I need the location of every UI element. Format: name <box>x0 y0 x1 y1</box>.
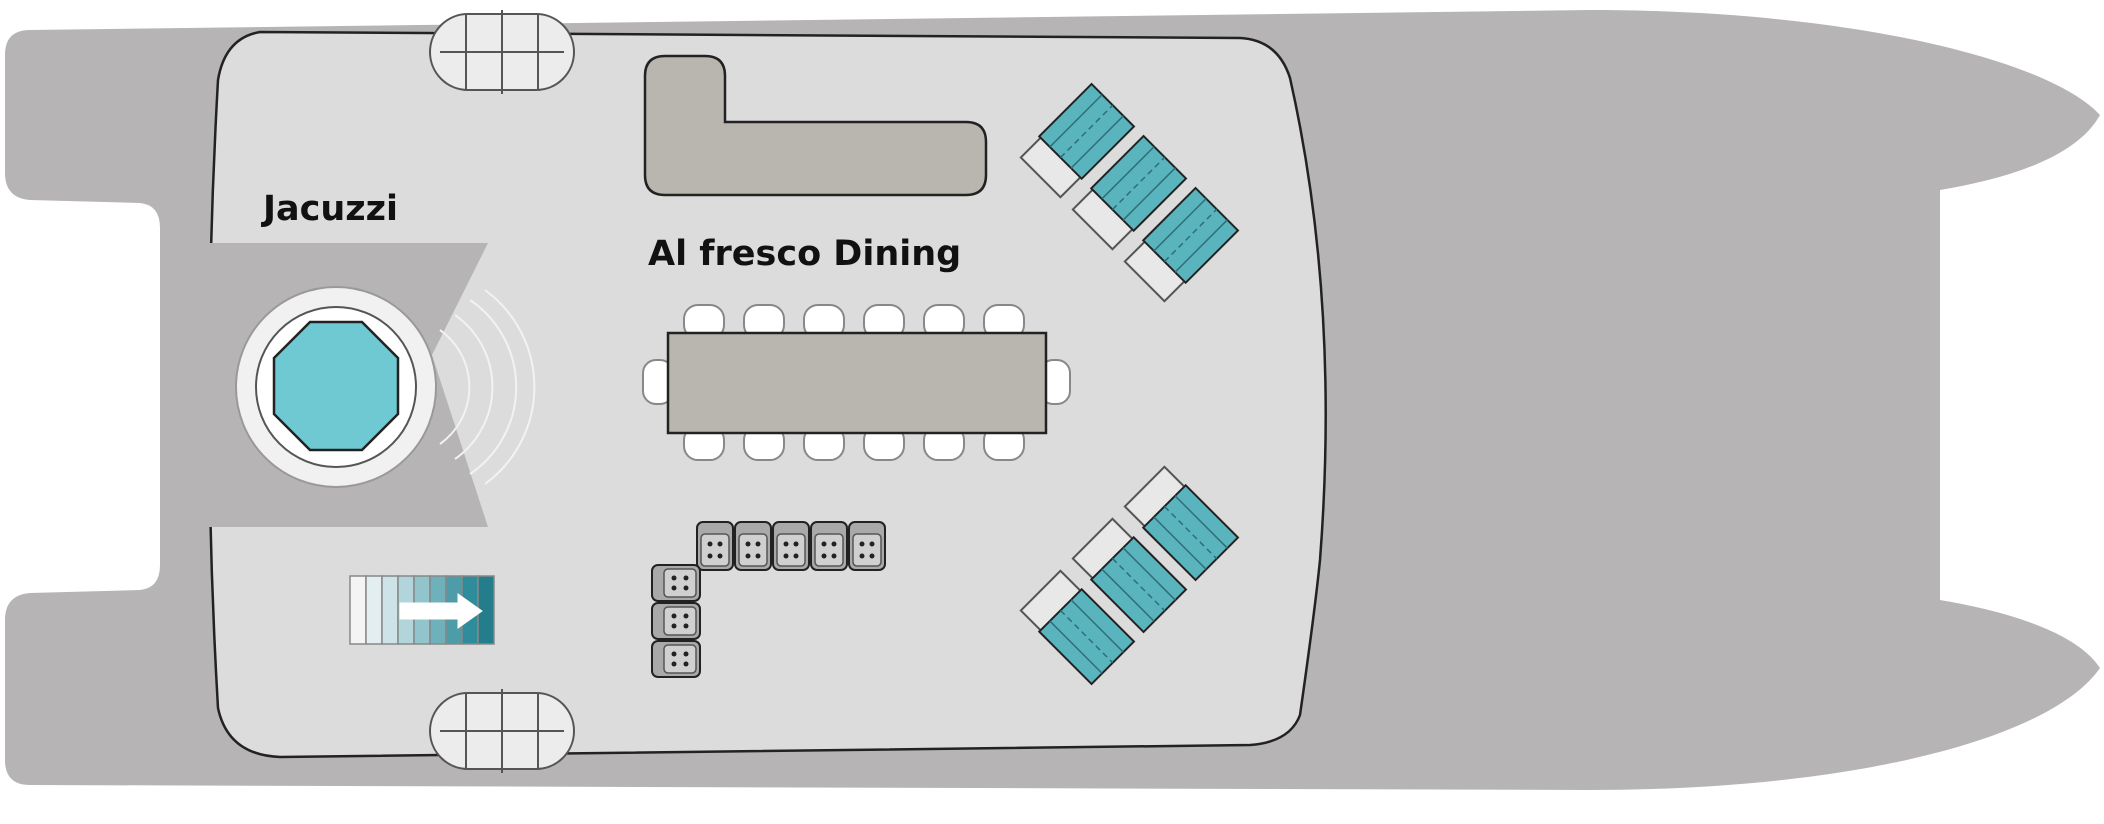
sun-lounger-icon <box>1071 517 1188 634</box>
sun-loungers-top <box>1019 82 1240 303</box>
life-raft-icon <box>429 689 575 773</box>
lounge-seat-icon <box>696 521 734 571</box>
sun-lounger-icon <box>1123 465 1240 582</box>
lounge-seating <box>651 521 886 678</box>
life-raft-icon <box>429 10 575 94</box>
lounge-seat-icon <box>651 602 701 640</box>
lounge-seat-icon <box>651 640 701 678</box>
sun-lounger-icon <box>1071 134 1188 251</box>
lounge-seat-icon <box>772 521 810 571</box>
dining-table <box>666 331 1048 435</box>
sun-lounger-icon <box>1019 82 1136 199</box>
lounge-seat-icon <box>651 564 701 602</box>
sun-lounger-icon <box>1019 569 1136 686</box>
lounge-seat-icon <box>848 521 886 571</box>
dining-label: Al fresco Dining <box>648 234 961 274</box>
stairs-arrow-icon <box>349 575 495 645</box>
lounge-seat-icon <box>810 521 848 571</box>
sun-loungers-bottom <box>1019 465 1240 686</box>
dining-chairs-bottom <box>683 425 1025 461</box>
jacuzzi-label: Jacuzzi <box>261 189 398 229</box>
lounge-seat-icon <box>734 521 772 571</box>
sun-lounger-icon <box>1123 186 1240 303</box>
bar-counter <box>643 54 988 197</box>
octagon-pool-icon <box>272 320 400 452</box>
